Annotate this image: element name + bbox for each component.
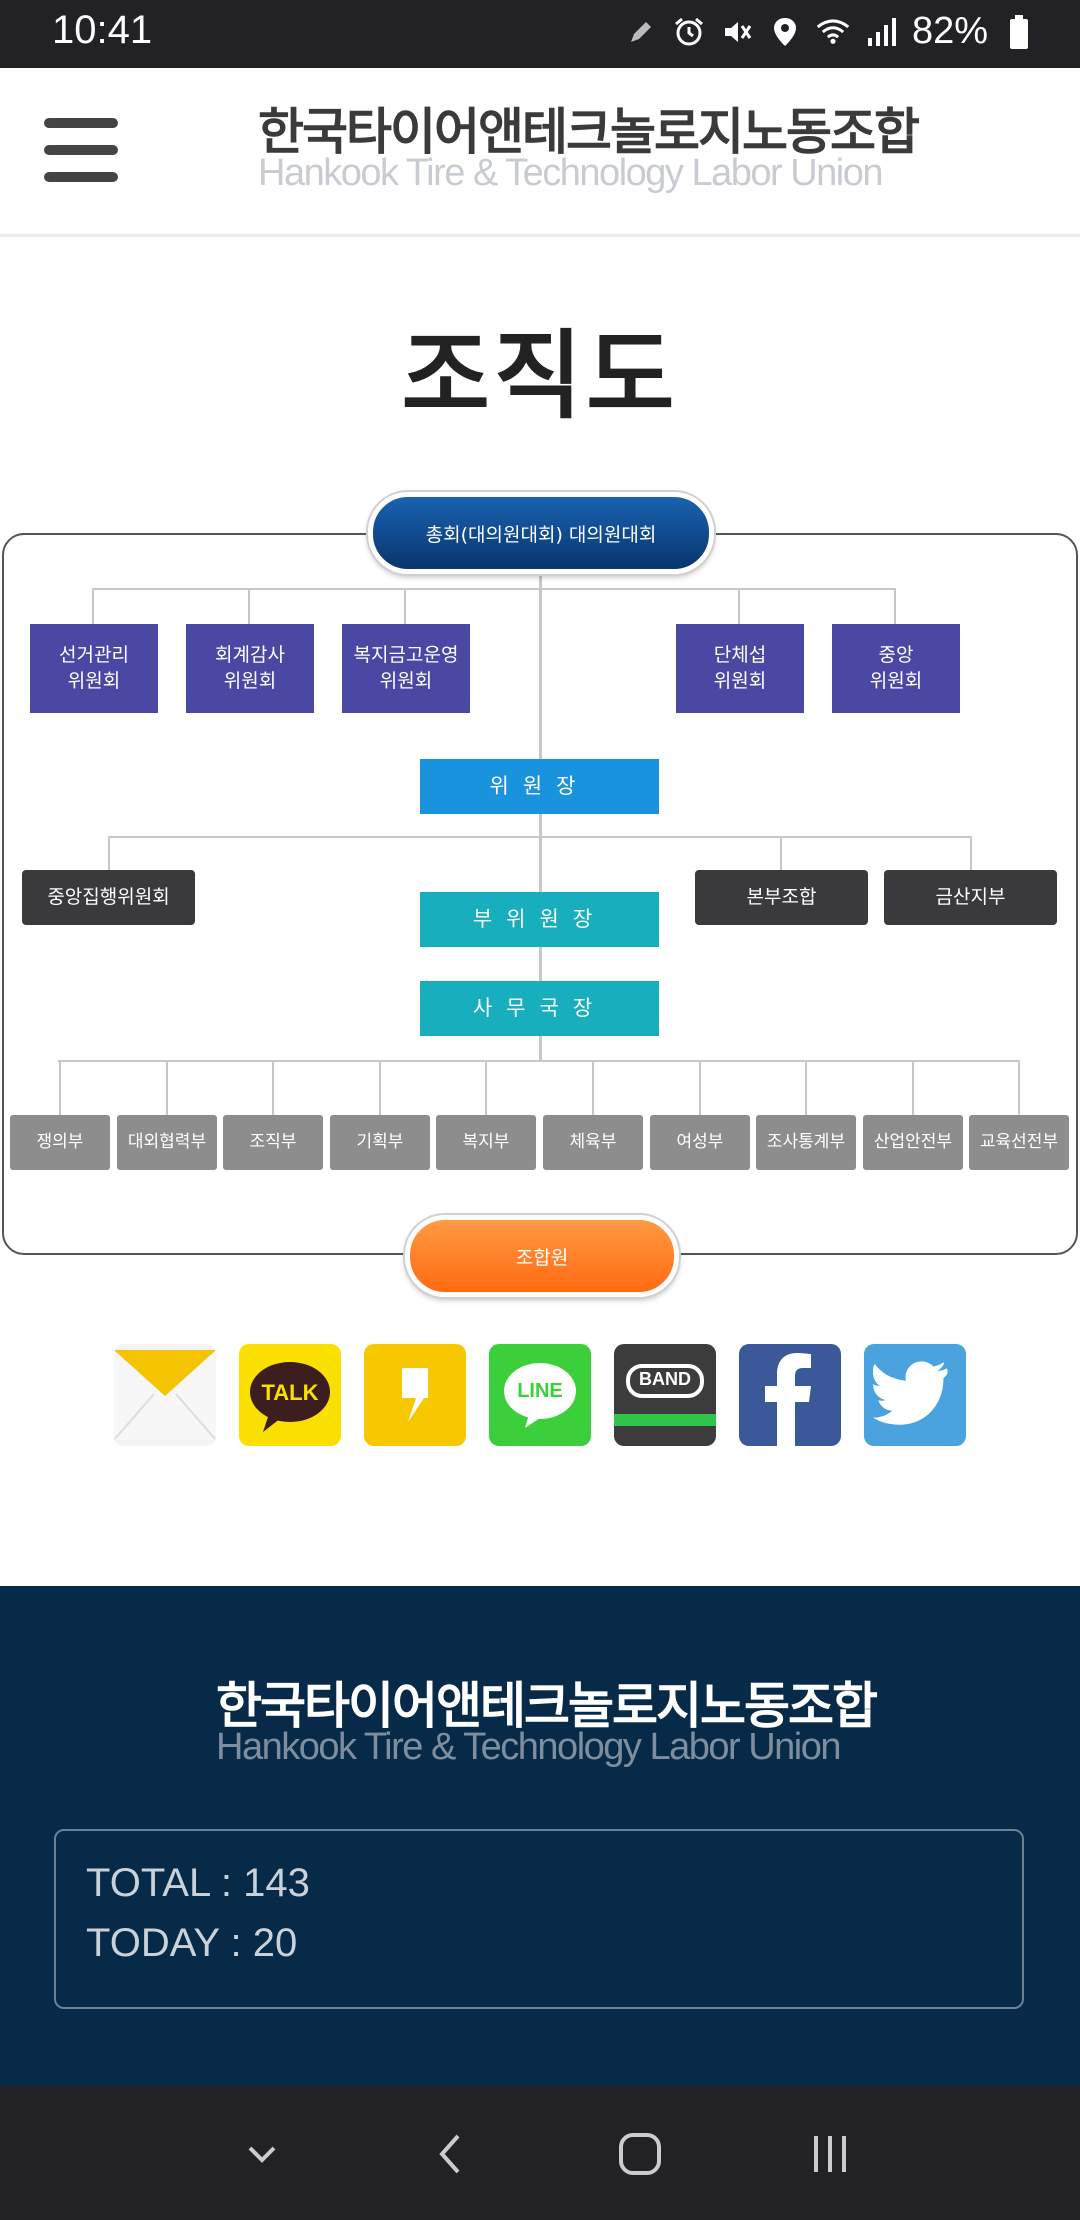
branch-box: 금산지부 bbox=[884, 870, 1057, 925]
back-icon[interactable] bbox=[418, 2122, 482, 2186]
org-line-committees bbox=[92, 588, 895, 590]
department-box: 체육부 bbox=[543, 1115, 643, 1170]
org-line bbox=[780, 836, 782, 870]
org-line bbox=[699, 1060, 701, 1115]
kakaotalk-icon[interactable]: TALK bbox=[239, 1344, 341, 1446]
department-box: 교육선전부 bbox=[969, 1115, 1069, 1170]
org-line bbox=[272, 1060, 274, 1115]
system-nav-bar bbox=[0, 2086, 1080, 2220]
status-bar: 10:41 82% bbox=[0, 0, 1080, 68]
org-line-departments bbox=[58, 1060, 1020, 1062]
alarm-icon bbox=[672, 15, 706, 49]
signal-icon bbox=[864, 15, 898, 49]
org-line bbox=[894, 588, 896, 624]
visitor-counter: TOTAL : 143 TODAY : 20 bbox=[54, 1829, 1024, 2009]
wifi-icon bbox=[816, 15, 850, 49]
line-label: LINE bbox=[517, 1380, 563, 1402]
org-line bbox=[1018, 1060, 1020, 1115]
org-line bbox=[738, 588, 740, 624]
total-count: TOTAL : 143 bbox=[86, 1861, 310, 1905]
twitter-icon[interactable] bbox=[864, 1344, 966, 1446]
org-line bbox=[166, 1060, 168, 1115]
kakaostory-icon[interactable] bbox=[364, 1344, 466, 1446]
kakaotalk-label: TALK bbox=[261, 1380, 319, 1405]
org-line bbox=[92, 588, 94, 624]
recent-apps-icon[interactable] bbox=[798, 2122, 862, 2186]
org-line bbox=[805, 1060, 807, 1115]
org-line bbox=[108, 836, 110, 870]
department-box: 기획부 bbox=[330, 1115, 430, 1170]
org-line bbox=[592, 1060, 594, 1115]
org-line bbox=[248, 588, 250, 624]
vice-chairman-box: 부위원장 bbox=[420, 892, 659, 947]
org-line bbox=[379, 1060, 381, 1115]
page-title: 조직도 bbox=[401, 320, 679, 432]
central-exec-box: 중앙집행위원회 bbox=[22, 870, 195, 925]
band-label: BAND bbox=[639, 1369, 691, 1389]
org-line-branches bbox=[108, 836, 972, 838]
org-line bbox=[404, 588, 406, 624]
today-count: TODAY : 20 bbox=[86, 1921, 298, 1965]
department-box: 산업안전부 bbox=[863, 1115, 963, 1170]
status-time: 10:41 bbox=[52, 8, 153, 52]
footer-logo-english: Hankook Tire & Technology Labor Union bbox=[216, 1726, 842, 1768]
branch-box: 본부조합 bbox=[695, 870, 868, 925]
org-line bbox=[59, 1060, 61, 1115]
org-line bbox=[912, 1060, 914, 1115]
department-box: 복지부 bbox=[436, 1115, 536, 1170]
org-line bbox=[485, 1060, 487, 1115]
edit-pen-icon bbox=[624, 15, 658, 49]
chairman-box: 위원장 bbox=[420, 759, 659, 814]
site-footer: 한국타이어앤테크놀로지노동조합 Hankook Tire & Technolog… bbox=[0, 1586, 1080, 2086]
header-logo-english[interactable]: Hankook Tire & Technology Labor Union bbox=[258, 152, 884, 194]
department-box: 대외협력부 bbox=[117, 1115, 217, 1170]
chevron-down-icon[interactable] bbox=[230, 2122, 294, 2186]
org-line bbox=[970, 836, 972, 870]
members-pill: 조합원 bbox=[405, 1215, 679, 1297]
home-icon[interactable] bbox=[608, 2122, 672, 2186]
location-icon bbox=[768, 15, 802, 49]
mute-icon bbox=[720, 15, 754, 49]
facebook-icon[interactable] bbox=[739, 1344, 841, 1446]
hamburger-menu-icon[interactable] bbox=[44, 118, 120, 182]
header-logo-korean[interactable]: 한국타이어앤테크놀로지노동조합 bbox=[258, 103, 920, 161]
department-box: 쟁의부 bbox=[10, 1115, 110, 1170]
department-box: 여성부 bbox=[650, 1115, 750, 1170]
line-icon[interactable]: LINE bbox=[489, 1344, 591, 1446]
department-box: 조사통계부 bbox=[756, 1115, 856, 1170]
battery-percent: 82% bbox=[911, 10, 988, 52]
band-icon[interactable]: BAND bbox=[614, 1344, 716, 1446]
footer-logo-korean: 한국타이어앤테크놀로지노동조합 bbox=[216, 1677, 878, 1735]
general-assembly-pill: 총회(대의원대회) 대의원대회 bbox=[368, 492, 714, 574]
mail-icon[interactable] bbox=[114, 1344, 216, 1446]
secretary-general-box: 사무국장 bbox=[420, 981, 659, 1036]
battery-icon bbox=[1002, 14, 1036, 49]
site-header: 한국타이어앤테크놀로지노동조합 Hankook Tire & Technolog… bbox=[0, 68, 1080, 237]
department-box: 조직부 bbox=[223, 1115, 323, 1170]
